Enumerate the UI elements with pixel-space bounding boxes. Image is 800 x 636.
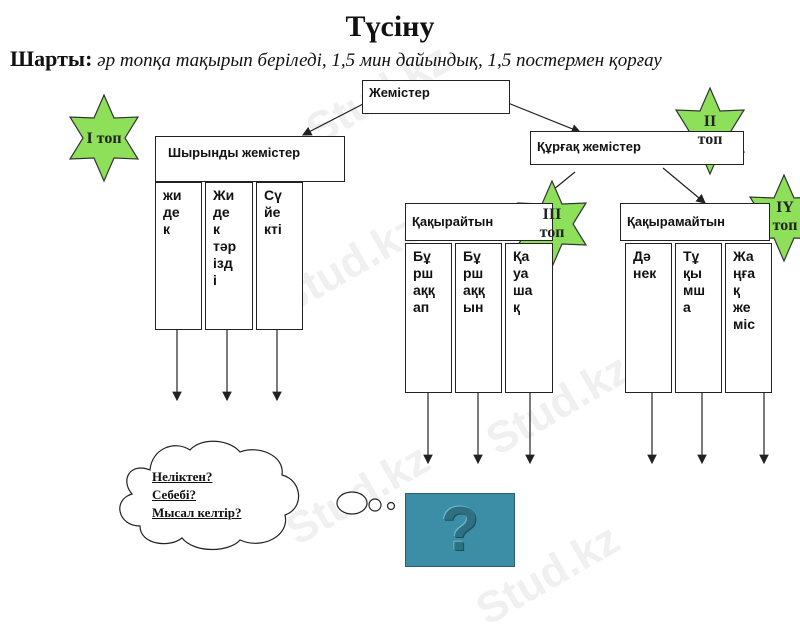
group-3-label: ІІІ топ [539, 206, 565, 241]
question-mark-box[interactable]: ? [405, 493, 515, 567]
condition-label: Шарты: [10, 46, 93, 71]
question-example: Мысал келтір? [152, 505, 242, 520]
thought-bubble [368, 498, 382, 512]
thought-bubble [336, 491, 368, 515]
thought-bubble [386, 501, 396, 511]
question-why: Неліктен? [152, 469, 213, 484]
star-group-1 [68, 93, 140, 183]
star-group-4 [748, 173, 800, 263]
task-condition: Шарты: әр топқа тақырып беріледі, 1,5 ми… [10, 46, 662, 72]
node-non-opening: Қақырамайтын [620, 203, 770, 241]
group-2-label: ІІ топ [697, 113, 723, 148]
column-item: Сү йе кті [256, 182, 303, 330]
question-reason: Себебі? [152, 487, 197, 502]
node-juicy-fruits: Шырынды жемістер [155, 136, 345, 182]
node-dry-fruits: Құрғақ жемістер [530, 131, 744, 165]
column-item: Жа ңға қ же міс [725, 243, 772, 393]
arrow-root-juicy [301, 102, 366, 136]
column-item: Бұ рш аққ ын [455, 243, 502, 393]
column-item: жи де к [155, 182, 202, 330]
group-4-label: ІҮ топ [772, 199, 798, 234]
column-item: Қа уа ша қ [505, 243, 553, 393]
column-item: Тұ қы мш а [675, 243, 722, 393]
page-title: Түсіну [345, 10, 435, 43]
group-1-label: І топ [86, 130, 122, 147]
question-mark-icon: ? [441, 495, 479, 564]
node-opening: Қақырайтын [405, 203, 553, 241]
thought-cloud [119, 440, 300, 550]
node-fruits: Жемістер [362, 80, 510, 114]
column-item: Дә нек [625, 243, 672, 393]
arrow-root-dry [507, 102, 582, 134]
column-item: Жи де к тәр ізд і [205, 182, 253, 330]
arrow-dry-nonopening [662, 167, 706, 204]
condition-text: әр топқа тақырып беріледі, 1,5 мин дайын… [97, 50, 662, 71]
column-item: Бұ рш аққ ап [405, 243, 452, 393]
